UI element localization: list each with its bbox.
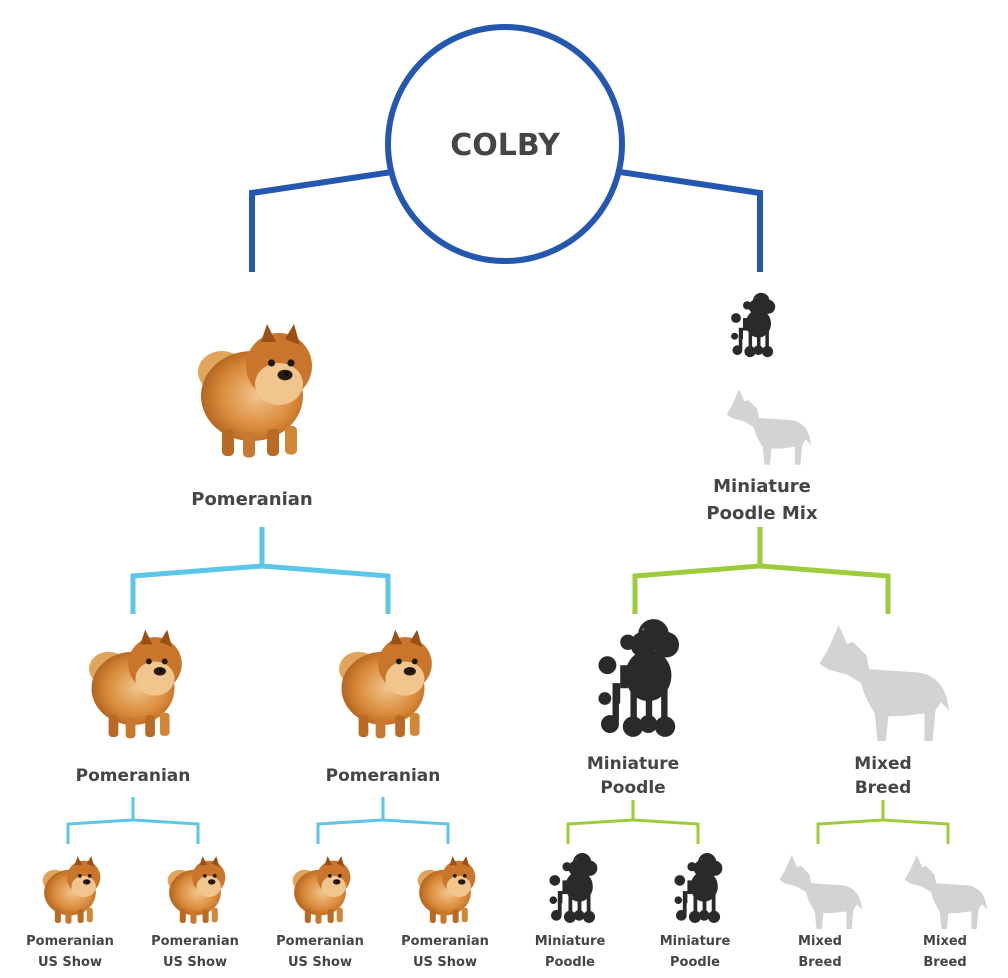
node-label: Pomeranian bbox=[326, 766, 441, 786]
node-label: Breed bbox=[855, 778, 912, 798]
node-label: Pomeranian bbox=[76, 766, 191, 786]
node-label: Breed bbox=[798, 955, 841, 970]
node-label: Pomeranian bbox=[276, 934, 364, 949]
pomeranian-icon bbox=[339, 629, 432, 739]
mixed-breed-icon bbox=[726, 389, 812, 465]
node-label: Miniature bbox=[713, 476, 811, 497]
root-name: COLBY bbox=[450, 128, 561, 163]
poodle-icon bbox=[598, 619, 680, 737]
pomeranian-icon bbox=[198, 324, 312, 458]
node-label: US Show bbox=[413, 955, 477, 970]
root-left-connector bbox=[249, 169, 393, 272]
node-label: Poodle bbox=[600, 778, 665, 798]
node-label: Poodle bbox=[545, 955, 595, 970]
node-label: Pomeranian bbox=[26, 934, 114, 949]
poodle-icon bbox=[731, 292, 776, 358]
root-circle bbox=[385, 24, 625, 264]
pomeranian-icon bbox=[292, 856, 351, 924]
node-label: Miniature bbox=[535, 934, 606, 949]
poodle-mix-bracket bbox=[632, 527, 891, 614]
node-label: US Show bbox=[38, 955, 102, 970]
node-label: US Show bbox=[163, 955, 227, 970]
poodle-icon bbox=[549, 853, 598, 923]
node-label: Poodle bbox=[670, 955, 720, 970]
node-label: Pomeranian bbox=[401, 934, 489, 949]
node-label: Poodle Mix bbox=[706, 503, 818, 524]
pomeranian-icon bbox=[89, 629, 182, 739]
mixed-breed-icon bbox=[779, 855, 863, 929]
poodle-icon bbox=[674, 853, 723, 923]
node-label: Pomeranian bbox=[151, 934, 239, 949]
pomeranian-bracket bbox=[130, 527, 391, 614]
root-right-connector bbox=[619, 169, 763, 272]
node-label: Miniature bbox=[587, 754, 679, 774]
mixed-breed-icon bbox=[819, 625, 950, 741]
generation-bracket bbox=[816, 800, 950, 844]
pomeranian-icon bbox=[167, 856, 226, 924]
node-label: Breed bbox=[923, 955, 966, 970]
generation-bracket bbox=[316, 797, 450, 844]
generation-bracket bbox=[566, 800, 700, 844]
node-label: Mixed bbox=[798, 934, 842, 949]
pomeranian-icon bbox=[417, 856, 476, 924]
node-label: Mixed bbox=[923, 934, 967, 949]
pomeranian-icon bbox=[42, 856, 101, 924]
node-label: US Show bbox=[288, 955, 352, 970]
generation-bracket bbox=[66, 797, 200, 844]
node-label: Miniature bbox=[660, 934, 731, 949]
node-label: Pomeranian bbox=[191, 489, 313, 510]
mixed-breed-icon bbox=[904, 855, 988, 929]
node-label: Mixed bbox=[854, 754, 911, 774]
